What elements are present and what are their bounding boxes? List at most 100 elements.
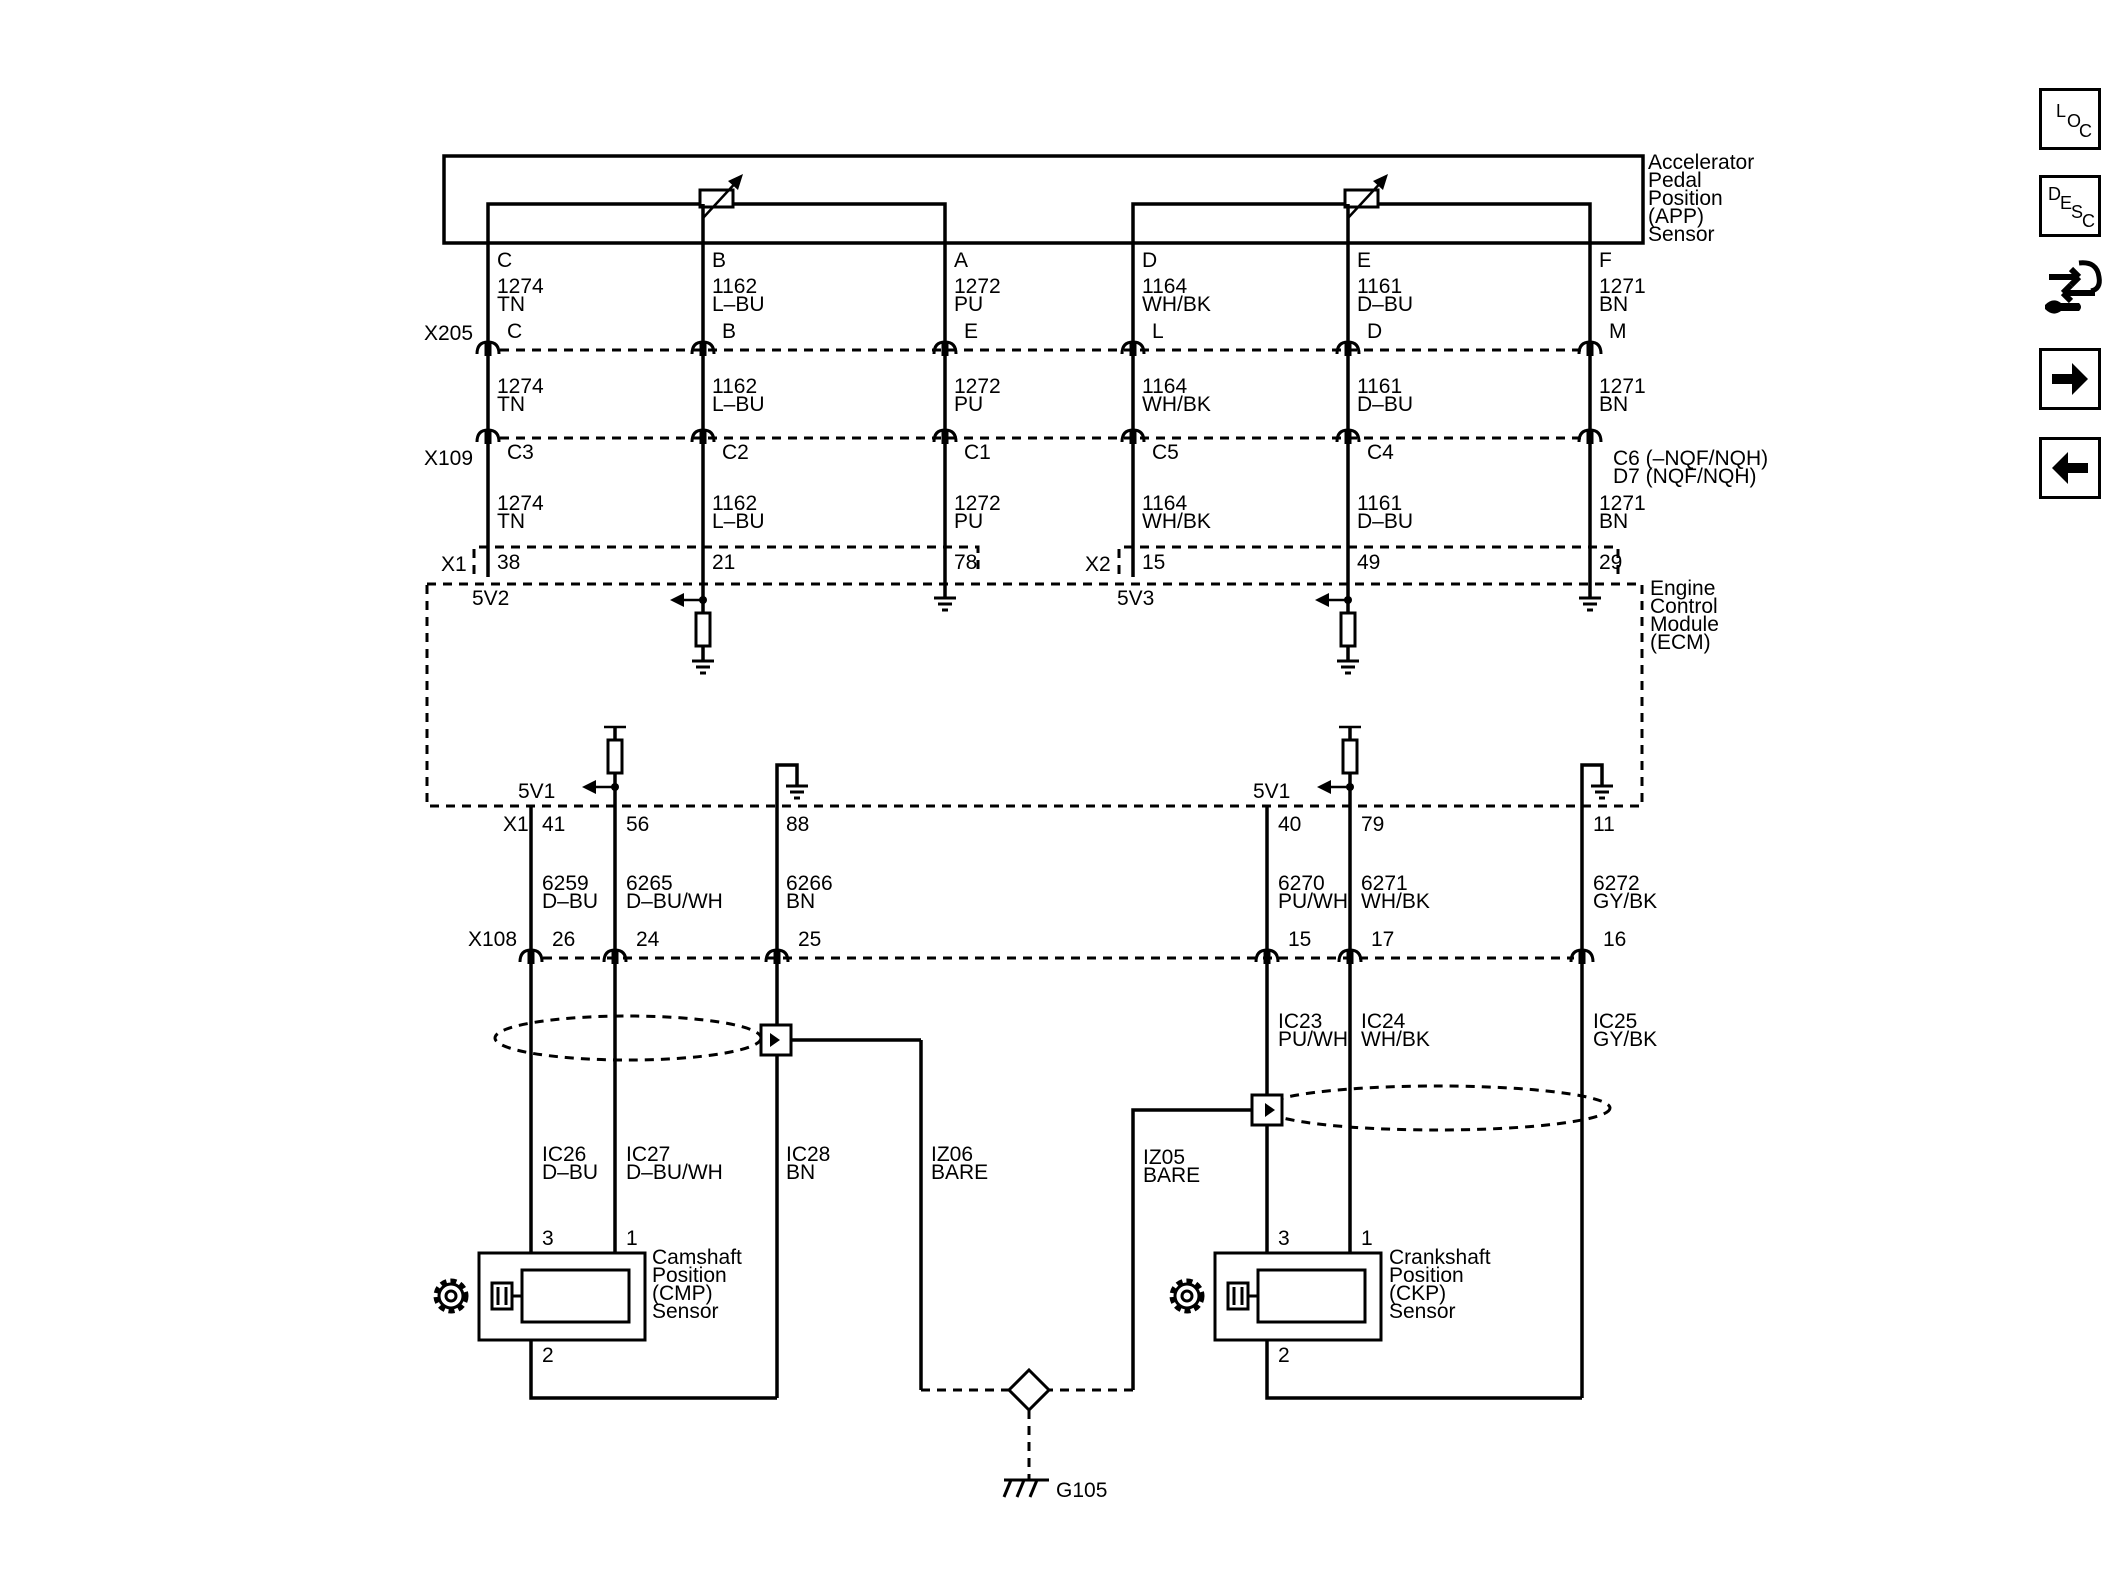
- svg-text:1164: 1164: [1142, 275, 1187, 298]
- cmp-sensor: 3 1 2 Camshaft Position (CMP) Sensor: [477, 1227, 748, 1367]
- description-button[interactable]: D E S C: [2039, 175, 2101, 237]
- svg-text:L–BU: L–BU: [712, 510, 765, 533]
- ecm-upper-pin-labels: 38 21 78 15 49 29: [497, 551, 1622, 574]
- ecm-ground-11: [1580, 763, 1615, 806]
- svg-text:WH/BK: WH/BK: [1142, 393, 1211, 416]
- svg-text:1271: 1271: [1599, 275, 1646, 298]
- svg-text:15: 15: [1142, 551, 1165, 574]
- ecm-x1-bottom-label: X1: [503, 813, 529, 836]
- svg-text:C5: C5: [1152, 441, 1179, 464]
- svg-text:D–BU: D–BU: [1357, 393, 1413, 416]
- svg-text:D–BU: D–BU: [542, 1161, 598, 1184]
- svg-text:PU/WH: PU/WH: [1278, 890, 1348, 913]
- svg-text:88: 88: [786, 813, 809, 836]
- svg-text:1271: 1271: [1599, 492, 1646, 515]
- svg-text:GY/BK: GY/BK: [1593, 1028, 1657, 1051]
- ecm-ground-29: [1577, 596, 1603, 612]
- app-sensor-box: [442, 154, 1645, 245]
- svg-text:A: A: [954, 249, 968, 272]
- svg-text:BN: BN: [1599, 393, 1628, 416]
- svg-text:Crankshaft Position: Crankshaft Position (CKP) Sensor: [1389, 1246, 1496, 1323]
- svg-text:5V1: 5V1: [1253, 780, 1290, 803]
- svg-text:24: 24: [636, 928, 660, 951]
- svg-text:TN: TN: [497, 393, 525, 416]
- cmp-gear-icon: [433, 1278, 469, 1314]
- svg-text:PU: PU: [954, 393, 983, 416]
- svg-text:WH/BK: WH/BK: [1361, 890, 1430, 913]
- svg-text:1271: 1271: [1599, 375, 1646, 398]
- ecm-label: Engine Control Module (ECM): [1650, 577, 1725, 654]
- svg-text:E: E: [1357, 249, 1371, 272]
- svg-text:1162: 1162: [712, 492, 757, 515]
- svg-text:F: F: [1599, 249, 1612, 272]
- desc-letter-s: S: [2071, 202, 2084, 222]
- ecm-app2-signal-circuit: [1315, 593, 1361, 675]
- svg-text:PU: PU: [954, 510, 983, 533]
- svg-text:L–BU: L–BU: [712, 393, 765, 416]
- desc-letter-e: E: [2060, 193, 2073, 213]
- svg-text:5V1: 5V1: [518, 780, 555, 803]
- ecm-lower-pin-labels: 41 56 88 40 79 11: [542, 813, 1615, 836]
- svg-text:1274: 1274: [497, 492, 544, 515]
- svg-text:BN: BN: [786, 1161, 815, 1184]
- loc-letter-l: L: [2056, 101, 2067, 121]
- svg-text:49: 49: [1357, 551, 1380, 574]
- svg-text:PU/WH: PU/WH: [1278, 1028, 1348, 1051]
- svg-text:PU: PU: [954, 293, 983, 316]
- svg-text:BN: BN: [1599, 293, 1628, 316]
- svg-text:C: C: [507, 320, 522, 343]
- next-page-button[interactable]: [2039, 348, 2101, 410]
- svg-text:M: M: [1609, 320, 1627, 343]
- svg-text:L: L: [1152, 320, 1164, 343]
- svg-text:17: 17: [1371, 928, 1394, 951]
- svg-text:IC24: IC24: [1361, 1010, 1406, 1033]
- svg-text:25: 25: [798, 928, 821, 951]
- x205-pin-labels: C B E L D M: [507, 320, 1627, 343]
- svg-text:TN: TN: [497, 293, 525, 316]
- svg-text:IZ06: IZ06: [931, 1143, 973, 1166]
- svg-text:6270: 6270: [1278, 872, 1325, 895]
- arrow-right-icon: [2052, 363, 2088, 395]
- ecm-x1-top-label: X1: [441, 553, 467, 576]
- ecm-x1-connector: [472, 545, 980, 574]
- app-sensor-label: Accelerator Pedal Position (APP) Sensor: [1648, 151, 1760, 246]
- svg-text:2: 2: [1278, 1344, 1290, 1367]
- ref-5v3: 5V3: [1117, 587, 1154, 610]
- x108-label: X108: [468, 928, 517, 951]
- svg-text:WH/BK: WH/BK: [1142, 293, 1211, 316]
- ecm-app1-signal-circuit: [670, 593, 716, 675]
- svg-text:1162: 1162: [712, 375, 757, 398]
- svg-text:C2: C2: [722, 441, 749, 464]
- svg-text:1272: 1272: [954, 375, 1001, 398]
- x109-note-c6: C6 (–NQF/NQH): [1613, 447, 1768, 470]
- svg-text:G105: G105: [1056, 1479, 1107, 1502]
- previous-page-button[interactable]: [2039, 437, 2101, 499]
- svg-text:BN: BN: [1599, 510, 1628, 533]
- svg-text:6272: 6272: [1593, 872, 1640, 895]
- ref-5v2: 5V2: [472, 587, 509, 610]
- location-button[interactable]: L O C: [2039, 88, 2101, 150]
- svg-text:C3: C3: [507, 441, 534, 464]
- app-pin-labels: C B A D E F: [497, 249, 1612, 272]
- svg-text:1274: 1274: [497, 275, 544, 298]
- desc-letter-d: D: [2048, 184, 2061, 204]
- connector-icon[interactable]: [2039, 255, 2105, 321]
- ckp-gear-icon: [1169, 1278, 1205, 1314]
- ground-g105: G105: [921, 1367, 1133, 1502]
- svg-text:D–BU/WH: D–BU/WH: [626, 890, 723, 913]
- svg-text:1: 1: [626, 1227, 638, 1250]
- svg-text:Camshaft Position: Camshaft Position (CMP) Sensor: [652, 1246, 748, 1323]
- svg-text:56: 56: [626, 813, 649, 836]
- svg-text:B: B: [712, 249, 726, 272]
- svg-text:41: 41: [542, 813, 565, 836]
- cmp-shield-ellipse: [493, 1014, 763, 1062]
- svg-text:D: D: [1142, 249, 1157, 272]
- ecm-ground-78: [932, 596, 958, 612]
- x109-note-d7: D7 (NQF/NQH): [1613, 465, 1757, 488]
- loc-letter-c: C: [2079, 121, 2092, 141]
